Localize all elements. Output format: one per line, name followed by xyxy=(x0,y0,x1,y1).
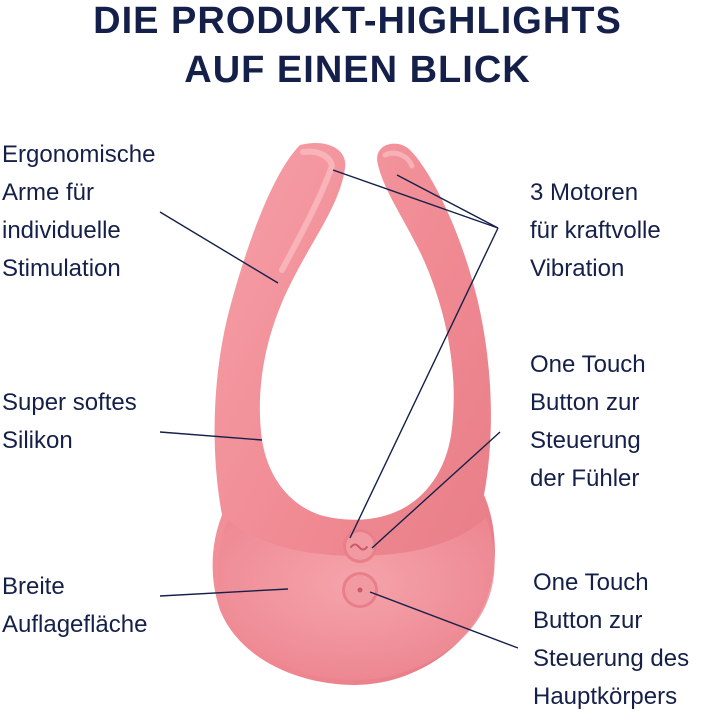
callout-silicone-line: Silikon xyxy=(2,427,73,454)
callout-base-line: Breite xyxy=(2,573,65,600)
callout-button-body: One Touch Button zur Steuerung des Haupt… xyxy=(533,564,689,716)
callout-button-arms-line: Button zur xyxy=(530,389,640,416)
callout-base-line: Auflagefläche xyxy=(2,611,148,638)
headline-line-2: AUF EINEN BLICK xyxy=(184,49,531,91)
callout-arms: Ergonomische Arme für individuelle Stimu… xyxy=(2,136,155,288)
callout-silicone: Super softes Silikon xyxy=(2,384,137,460)
callout-base: Breite Auflagefläche xyxy=(2,568,147,644)
callout-arms-line: Arme für xyxy=(2,179,95,206)
callout-motors-line: 3 Motoren xyxy=(530,179,639,206)
callout-arms-line: individuelle xyxy=(2,217,121,244)
callout-button-body-line: One Touch xyxy=(533,569,649,596)
callout-motors-line: für kraftvolle xyxy=(530,217,661,244)
callout-arms-line: Stimulation xyxy=(2,255,121,282)
headline-line-1: DIE PRODUKT-HIGHLIGHTS xyxy=(93,0,622,42)
callout-button-arms-line: Steuerung xyxy=(530,427,641,454)
callout-button-body-line: Steuerung des xyxy=(533,645,690,672)
callout-button-arms-line: One Touch xyxy=(530,351,646,378)
callout-silicone-line: Super softes xyxy=(2,389,137,416)
callout-button-arms: One Touch Button zur Steuerung der Fühle… xyxy=(530,346,646,498)
callout-button-arms-line: der Fühler xyxy=(530,465,640,492)
leader-lines xyxy=(159,169,519,649)
upper-button xyxy=(343,529,377,563)
callout-motors: 3 Motoren für kraftvolle Vibration xyxy=(530,174,661,288)
callout-arms-line: Ergonomische xyxy=(2,141,156,168)
callout-button-body-line: Hauptkörpers xyxy=(533,683,678,710)
callout-motors-line: Vibration xyxy=(530,255,625,282)
callout-button-body-line: Button zur xyxy=(533,607,643,634)
lower-button xyxy=(342,572,378,608)
